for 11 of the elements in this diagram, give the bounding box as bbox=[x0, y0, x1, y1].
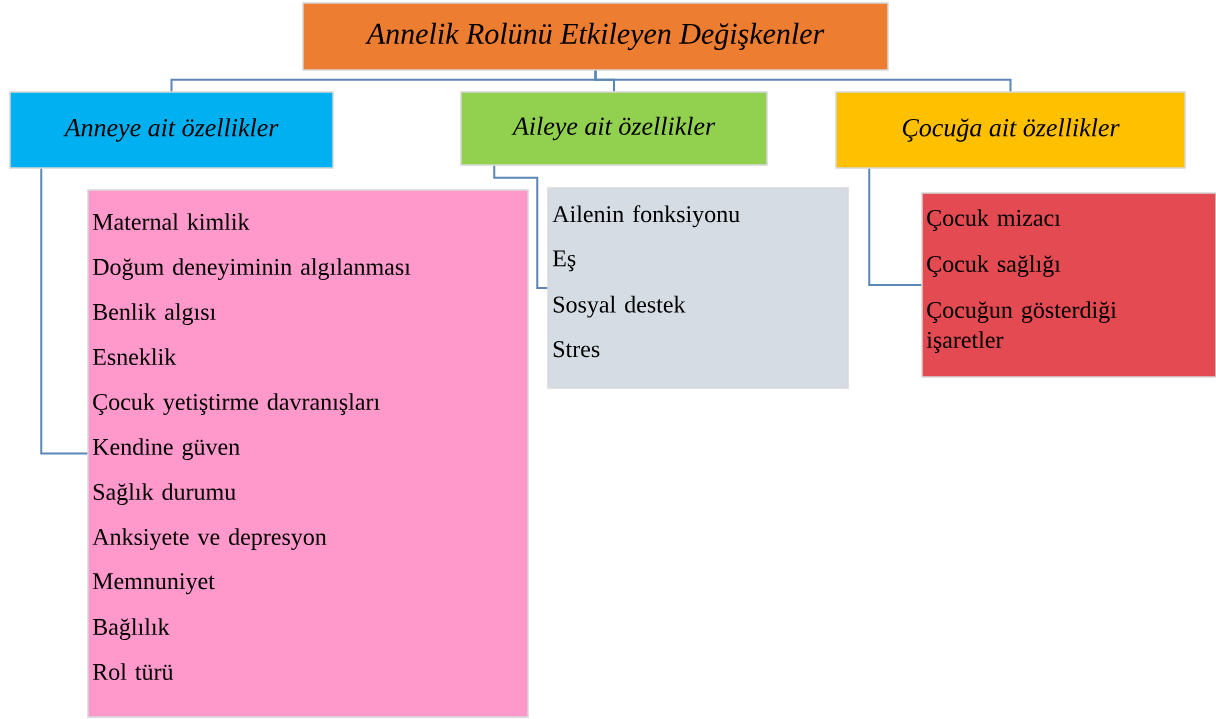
list-box: Çocuk mizacı Çocuk sağlığı Çocuğun gösterdiği işaretler bbox=[921, 192, 1216, 378]
connector bbox=[40, 167, 89, 455]
connector bbox=[868, 167, 923, 286]
list-box: Maternal kimlik Doğum deneyiminin algılanması Benlik algısı Esneklik Çocuk yetiştirme davranışları Kendine güven Sağlık durumu Anksiyete ve depresyon Memnuniyet Bağlılık Rol türü bbox=[87, 189, 529, 718]
title-box: Annelik Rolünü Etkileyen Değişkenler bbox=[302, 2, 889, 71]
connector bbox=[594, 69, 1012, 93]
category-box: Anneye ait özellikler bbox=[9, 91, 334, 169]
category-box: Çocuğa ait özellikler bbox=[835, 91, 1186, 169]
list-box: Ailenin fonksiyonu Eş Sosyal destek Stres bbox=[547, 187, 849, 389]
connector bbox=[493, 164, 549, 289]
category-box: Aileye ait özellikler bbox=[460, 91, 768, 166]
